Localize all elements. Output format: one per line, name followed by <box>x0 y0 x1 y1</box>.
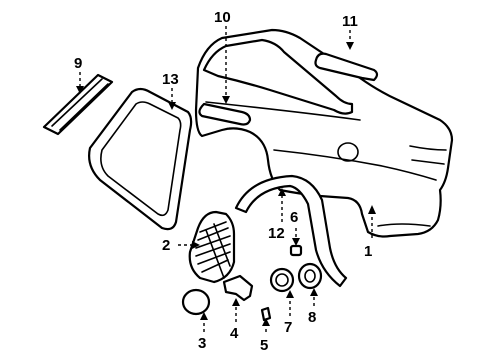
part-9-roof-rail-molding <box>42 73 114 136</box>
callout-12: 12 <box>268 225 285 242</box>
part-quarter-panel <box>194 28 454 238</box>
callout-3: 3 <box>198 335 206 352</box>
callout-labels: 1 2 3 4 5 6 7 8 9 10 11 12 13 <box>74 9 372 354</box>
callout-6: 6 <box>290 209 298 226</box>
callout-7: 7 <box>284 319 292 336</box>
part-6-nut <box>289 244 303 257</box>
callout-11: 11 <box>342 13 358 30</box>
callout-8: 8 <box>308 309 316 326</box>
part-3-cap <box>181 288 211 316</box>
part-13-quarter-window <box>88 87 193 231</box>
part-2-air-scoop-grille <box>188 210 236 284</box>
callout-2: 2 <box>162 237 170 254</box>
callout-10: 10 <box>214 9 231 26</box>
part-5-clip <box>260 306 272 322</box>
callout-4: 4 <box>230 325 239 342</box>
part-4-bracket <box>222 274 254 302</box>
leader-lines <box>76 26 376 332</box>
part-12-wheel-opening-molding <box>234 174 348 288</box>
part-10-belt-molding <box>198 102 252 126</box>
callout-5: 5 <box>260 337 268 354</box>
part-11-drip-molding <box>314 52 379 82</box>
part-7-filler-housing <box>269 267 295 293</box>
part-8-filler-cap <box>297 262 323 290</box>
callout-13: 13 <box>162 71 179 88</box>
callout-1: 1 <box>364 243 372 260</box>
callout-9: 9 <box>74 55 82 72</box>
